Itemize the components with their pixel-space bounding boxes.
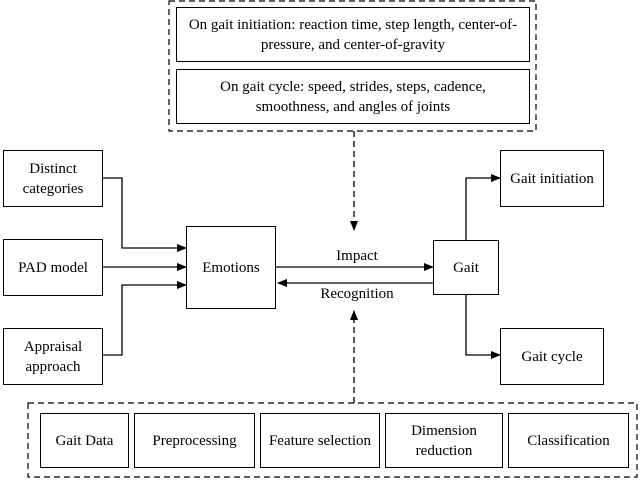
gait-cycle-label: Gait cycle (521, 348, 583, 365)
arrow-distinct-to-emotions (103, 177, 187, 252)
pipeline-step-label: Preprocessing (152, 432, 237, 449)
recognition-label: Recognition (320, 286, 394, 302)
arrow-gait-to-cycle (465, 294, 501, 359)
gait-cycle-parameters-text: On gait cycle: speed, strides, steps, ca… (220, 78, 486, 115)
pad-model-box: PAD model (3, 239, 103, 296)
top-group-frame (168, 0, 537, 132)
impact-label: Impact (336, 248, 378, 264)
pad-model-label: PAD model (18, 259, 88, 276)
pipeline-step-gait-data: Gait Data (40, 413, 129, 468)
arrow-appraisal-to-emotions (103, 281, 187, 356)
gait-initiation-parameters-text: On gait initiation: reaction time, step … (188, 16, 518, 53)
pipeline-step-dimension-reduction: Dimension reduction (385, 413, 503, 468)
gait-initiation-parameters-box: On gait initiation: reaction time, step … (176, 7, 530, 62)
pipeline-step-label: Feature selection (268, 432, 372, 449)
gait-cycle-box: Gait cycle (500, 328, 604, 385)
pipeline-step-classification: Classification (508, 413, 629, 468)
gait-initiation-box: Gait initiation (500, 150, 604, 207)
gait-box: Gait (433, 240, 499, 295)
pipeline-step-feature-selection: Feature selection (260, 413, 380, 468)
gait-initiation-label: Gait initiation (510, 170, 594, 187)
appraisal-approach-box: Appraisal approach (3, 328, 103, 385)
distinct-categories-box: Distinct categories (3, 150, 103, 207)
gait-cycle-parameters-box: On gait cycle: speed, strides, steps, ca… (176, 69, 530, 124)
emotions-box: Emotions (186, 226, 276, 309)
pipeline-step-label: Gait Data (55, 432, 114, 449)
gait-label: Gait (453, 259, 479, 276)
appraisal-approach-label: Appraisal approach (23, 338, 83, 375)
pipeline-step-label: Classification (527, 432, 610, 449)
pipeline-step-label: Dimension reduction (411, 422, 477, 459)
pipeline-step-preprocessing: Preprocessing (134, 413, 255, 468)
emotions-label: Emotions (202, 259, 260, 276)
arrow-gait-to-initiation (465, 174, 501, 240)
pipeline-group-frame (27, 402, 638, 478)
distinct-categories-label: Distinct categories (22, 160, 84, 197)
